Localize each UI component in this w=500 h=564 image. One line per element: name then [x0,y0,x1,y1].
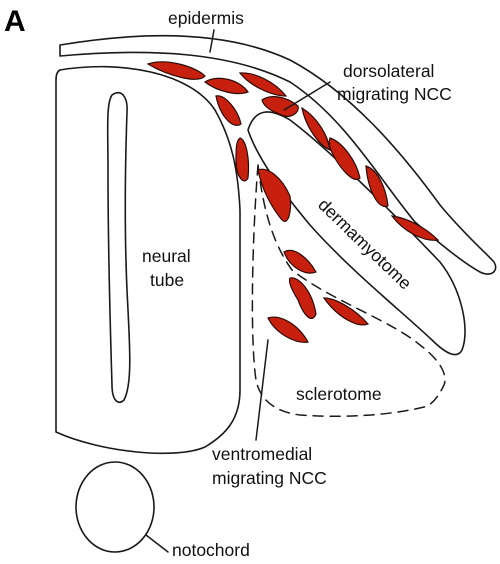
notochord [75,461,155,553]
neural-crest-cells [146,61,440,343]
dermamyotome [247,111,466,356]
neural-label-line1: neural [142,246,191,266]
ventromedial-label-line1: ventromedial [212,444,312,464]
ncc-cell [146,61,206,80]
ncc-cell [328,137,361,180]
dorsolateral-label-line2: migrating NCC [337,84,452,104]
epidermis-label: epidermis [168,8,244,28]
notochord-label: notochord [172,540,250,560]
epidermis [59,34,497,275]
neural-tube [55,65,241,455]
neural-label-line2: tube [150,270,184,290]
ncc-cell [365,165,389,208]
ncc-cell [390,215,440,241]
panel-letter: A [4,5,26,38]
notochord-leader [145,534,169,553]
ncc-cell [261,96,299,117]
ncc-cell [288,277,317,319]
ncc-cell [301,106,331,151]
ncc-cell [215,95,242,126]
ncc-cell [322,297,370,326]
neural-canal [106,91,131,404]
dorsolateral-label-line1: dorsolateral [343,61,434,81]
ventromedial-label-line2: migrating NCC [212,468,327,488]
ncc-cell [267,316,309,343]
ncc-cell [235,137,250,182]
ventromedial-leader [255,339,269,441]
sclerotome-label: sclerotome [296,384,382,404]
dorsolateral-leader [283,81,331,111]
ncc-cell [257,168,292,222]
ncc-cell [238,72,288,97]
ncc-cell [203,77,249,95]
ncc-cell [283,249,317,274]
sclerotome [251,164,446,418]
epidermis-leader [209,29,215,53]
